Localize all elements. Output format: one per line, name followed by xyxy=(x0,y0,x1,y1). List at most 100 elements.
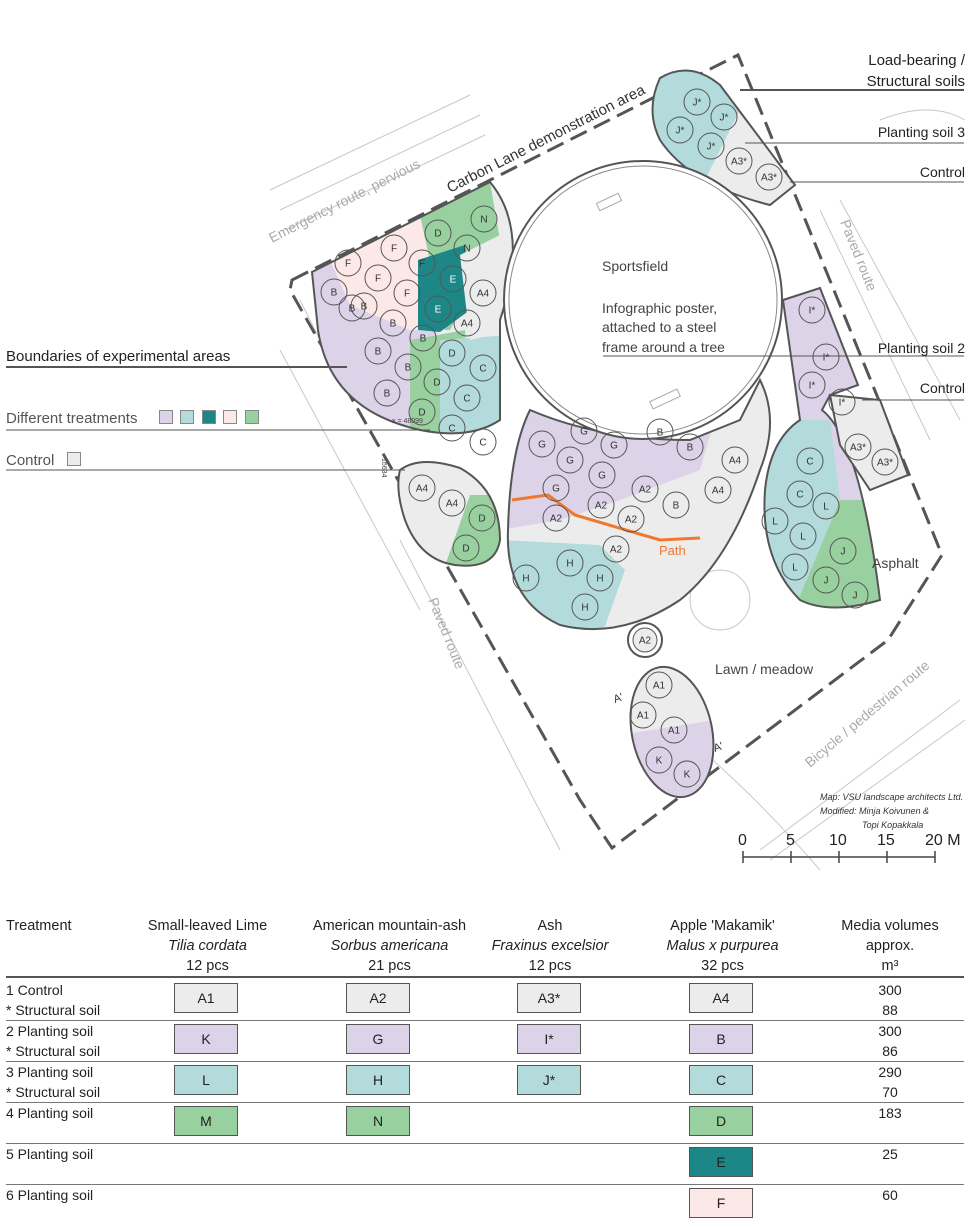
tree-circle xyxy=(812,343,840,371)
tree-circle xyxy=(841,581,869,609)
tree-label: A2 xyxy=(610,545,623,556)
coordinate-x: x = 48099 xyxy=(392,418,423,425)
tree-label: G xyxy=(598,471,606,482)
tree-label: E xyxy=(435,305,442,316)
tree-label: C xyxy=(448,424,455,435)
tree-label: L xyxy=(800,532,806,543)
legend-control-2: Control xyxy=(919,380,965,396)
tree-circle xyxy=(645,746,673,774)
tree-label: A4 xyxy=(446,499,459,510)
tree-label: B xyxy=(390,319,397,330)
tree-label: B xyxy=(375,347,382,358)
header-apple: Apple 'Makamik' Malus x purpurea 32 pcs xyxy=(640,916,805,976)
row-label: 6 Planting soil xyxy=(6,1187,94,1203)
tree-label: A4 xyxy=(712,486,725,497)
tree-label: F xyxy=(404,289,410,300)
lawn-label: Lawn / meadow xyxy=(715,661,814,677)
legend-planting-soil-2: Planting soil 2 xyxy=(877,340,965,356)
tree-circle xyxy=(660,716,688,744)
tree-circle xyxy=(798,296,826,324)
tree-circle xyxy=(452,534,480,562)
tree-label: A4 xyxy=(416,484,429,495)
legend-planting-soil-3: Planting soil 3 xyxy=(877,124,965,140)
media-volume-structural: 86 xyxy=(882,1043,898,1059)
tree-label: J* xyxy=(676,126,685,137)
scale-tick-15: 15 xyxy=(877,832,895,849)
tree-label: J xyxy=(824,576,829,587)
tree-circle xyxy=(556,446,584,474)
tree-circle xyxy=(871,448,899,476)
media-volume-structural: 88 xyxy=(882,1002,898,1018)
tree-label: F xyxy=(419,259,425,270)
tree-circle xyxy=(542,504,570,532)
row-divider xyxy=(6,1143,964,1144)
tree-label: D xyxy=(418,408,425,419)
tree-circle xyxy=(789,522,817,550)
tree-circle xyxy=(512,564,540,592)
tree-label: A4 xyxy=(477,289,490,300)
treatment-cell: A4 xyxy=(689,983,753,1013)
treatment-cell: E xyxy=(689,1147,753,1177)
tree-label: D xyxy=(433,378,440,389)
asphalt-label: Asphalt xyxy=(872,555,919,571)
tree-label: G xyxy=(538,440,546,451)
tree-circle xyxy=(453,234,481,262)
sportsfield-label: Sportsfield xyxy=(602,258,668,274)
legend-load-bearing: Load-bearing / Structural soils xyxy=(867,50,965,92)
path-label: Path xyxy=(659,543,686,558)
tree-label: F xyxy=(375,274,381,285)
tree-circle xyxy=(829,537,857,565)
treatment-cell: A2 xyxy=(346,983,410,1013)
header-lime-name: Small-leaved Lime xyxy=(147,918,268,934)
tree-label: H xyxy=(596,574,603,585)
row-label: 4 Planting soil xyxy=(6,1105,94,1121)
row-divider xyxy=(6,1020,964,1021)
tree-circle xyxy=(676,433,704,461)
scale-tick-10: 10 xyxy=(829,832,847,849)
row-label: 3 Planting soil xyxy=(6,1064,94,1080)
treatment-cell: L xyxy=(174,1065,238,1095)
tree-label: D xyxy=(478,514,485,525)
tree-circle xyxy=(704,476,732,504)
tree-circle xyxy=(755,163,783,191)
tree-circle xyxy=(453,309,481,337)
tree-label: G xyxy=(610,441,618,452)
header-apple-latin: Malus x purpurea xyxy=(666,938,779,954)
tree-circle xyxy=(645,671,673,699)
tree-circle xyxy=(408,474,436,502)
tree-circle xyxy=(617,505,645,533)
tree-label: C xyxy=(463,394,470,405)
tree-circle xyxy=(320,278,348,306)
tree-label: C xyxy=(796,490,803,501)
treatment-cell: M xyxy=(174,1106,238,1136)
tree-circle xyxy=(334,249,362,277)
tree-label: C xyxy=(479,364,486,375)
header-media-line-3: m³ xyxy=(881,958,899,974)
row-sublabel: * Structural soil xyxy=(6,1084,101,1100)
tree-circle xyxy=(380,234,408,262)
tree-circle xyxy=(571,593,599,621)
row-divider xyxy=(6,1061,964,1062)
swatch-treatment-6 xyxy=(223,410,237,424)
scale-bar xyxy=(742,851,936,863)
header-ash-name: Ash xyxy=(537,918,563,934)
row-sublabel: * Structural soil xyxy=(6,1043,101,1059)
tree-label: K xyxy=(656,756,663,767)
treatment-cell: K xyxy=(174,1024,238,1054)
header-media: Media volumes approx. m³ xyxy=(810,916,969,976)
tree-label: B xyxy=(657,428,664,439)
tree-circle xyxy=(528,430,556,458)
tree-circle xyxy=(393,279,421,307)
header-apple-count: 32 pcs xyxy=(701,958,744,974)
tree-symbols: FFFFFDNNEEBBBBBBBBDDDCCCCA4A4J*J*J*J*A3*… xyxy=(320,88,899,788)
tree-label: C xyxy=(806,457,813,468)
tree-circle xyxy=(761,507,789,535)
treatment-cell: A1 xyxy=(174,983,238,1013)
treatment-cell: I* xyxy=(517,1024,581,1054)
tree-circle xyxy=(439,265,467,293)
treatment-cell: G xyxy=(346,1024,410,1054)
legend-treatments: Different treatments xyxy=(6,410,138,427)
tree-label: A1 xyxy=(653,681,666,692)
site-map: FFFFFDNNEEBBBBBBBBDDDCCCCA4A4J*J*J*J*A3*… xyxy=(6,52,966,871)
tree-label: A2 xyxy=(639,636,652,647)
